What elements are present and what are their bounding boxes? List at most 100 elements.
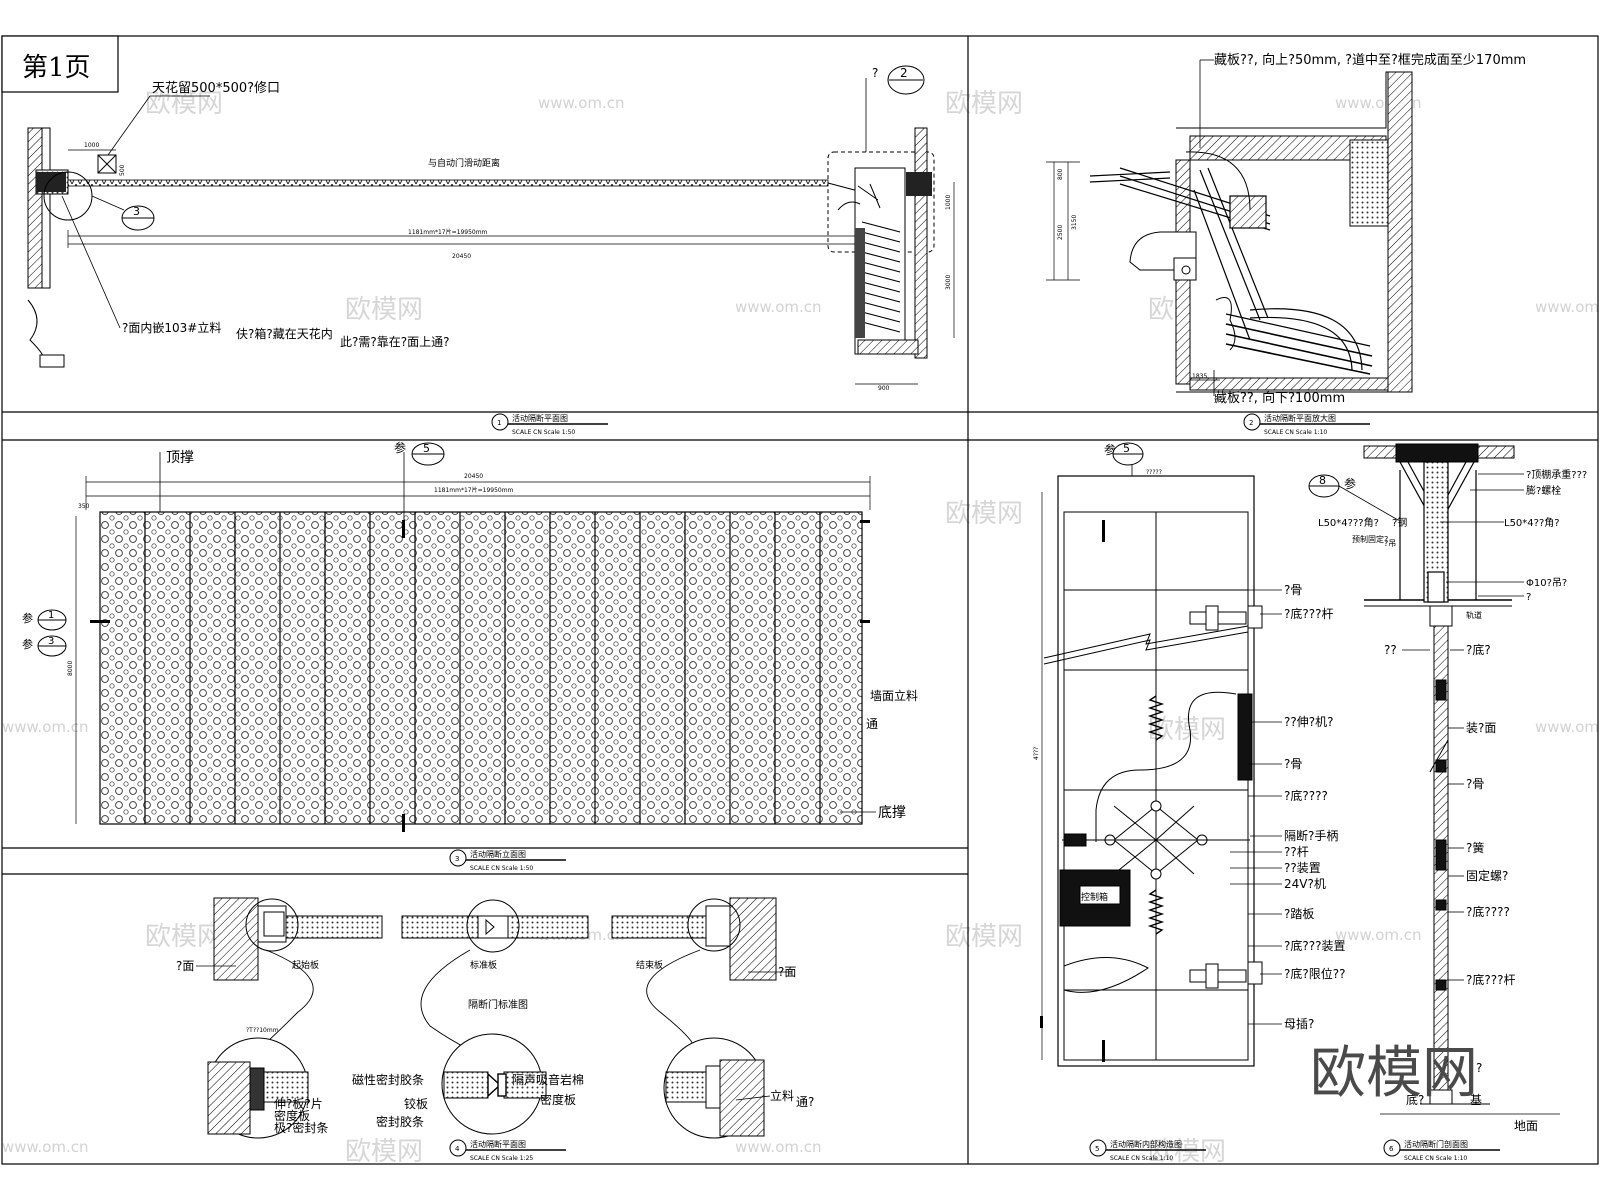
watermark-url: www.om.cn bbox=[735, 1138, 822, 1156]
svg-text:隔断?手柄: 隔断?手柄 bbox=[1284, 828, 1338, 843]
svg-text:?面内嵌103#立料: ?面内嵌103#立料 bbox=[122, 320, 221, 335]
drawing-scale: SCALE CN Scale 1:25 bbox=[470, 1155, 533, 1162]
labels-section: ?顶棚承重??? 膨?螺栓 L50*4???角? ?钢 预制固定? ?吊 L50… bbox=[1318, 468, 1587, 1133]
labels-joint-bottom: 伸?板?片 密度板 极?密封条 磁性密封胶条 密封胶条 铰板 隔声吸音岩棉 密度… bbox=[274, 1072, 814, 1135]
svg-text:?簧: ?簧 bbox=[1466, 840, 1484, 855]
svg-text:??杆: ??杆 bbox=[1284, 845, 1309, 859]
panel-stack-pocket bbox=[827, 127, 935, 359]
notes-enlarged: 藏板??, 向上?50mm, ?道中至?框完成面至少170mm 藏板??, 向下… bbox=[1199, 52, 1526, 406]
svg-text:5: 5 bbox=[1095, 1145, 1099, 1153]
watermark-text: 欧模网 bbox=[345, 295, 423, 325]
svg-text:地面: 地面 bbox=[1514, 1119, 1538, 1133]
svg-text:24V?机: 24V?机 bbox=[1284, 877, 1326, 891]
svg-text:?: ? bbox=[872, 66, 878, 80]
svg-text:?: ? bbox=[1476, 1061, 1482, 1075]
drawing-title: 活动隔断平面图 bbox=[470, 1139, 526, 1149]
leader-curves bbox=[261, 949, 701, 1051]
svg-text:4: 4 bbox=[455, 1145, 460, 1153]
watermark-text: 欧模网 bbox=[945, 922, 1023, 952]
svg-text:900: 900 bbox=[878, 385, 890, 392]
callout-detail-2: 2 ? bbox=[865, 65, 925, 152]
svg-text:5: 5 bbox=[1123, 442, 1130, 455]
drawing-scale: SCALE CN Scale 1:10 bbox=[1404, 1155, 1467, 1162]
svg-text:?底?限位??: ?底?限位?? bbox=[1284, 966, 1345, 981]
svg-text:3: 3 bbox=[48, 636, 54, 647]
svg-text:L50*4??角?: L50*4??角? bbox=[1504, 517, 1560, 529]
detail-circle-end bbox=[663, 1037, 765, 1139]
svg-text:结束板: 结束板 bbox=[636, 959, 663, 971]
svg-text:起始板: 起始板 bbox=[292, 959, 319, 971]
brand-logo-text: 欧模网 bbox=[1310, 1041, 1478, 1106]
svg-text:装?面: 装?面 bbox=[1466, 721, 1496, 735]
labels-elevation: 顶撑 参 5 参 1 参 3 墙面立料 通 底撑 bbox=[22, 440, 918, 821]
dimension-left: 800 2500 3150 1835 bbox=[1046, 161, 1220, 381]
detail-circle-start: ?T??10mm bbox=[207, 1027, 309, 1139]
watermark-text: 欧模网 bbox=[145, 89, 223, 119]
vertical-section-marks bbox=[1040, 520, 1105, 1062]
svg-text:通: 通 bbox=[866, 717, 878, 731]
svg-text:固定螺?: 固定螺? bbox=[1466, 868, 1508, 883]
panel-elevation: 20450 1181mm*17片=19950mm 350 8000 bbox=[22, 440, 918, 872]
svg-text:参: 参 bbox=[1344, 476, 1356, 491]
svg-text:通?: 通? bbox=[796, 1095, 814, 1109]
svg-text:?踏板: ?踏板 bbox=[1284, 907, 1314, 921]
svg-text:1: 1 bbox=[48, 610, 54, 621]
panel-joint-details: 起始板 标准板 结束板 ?面 ?面 隔断门标准图 ?T??10mm bbox=[176, 897, 814, 1162]
svg-text:8000: 8000 bbox=[67, 661, 74, 676]
pivot-mechanism bbox=[1089, 151, 1373, 375]
svg-text:立料: 立料 bbox=[770, 1088, 794, 1103]
svg-text:?面: ?面 bbox=[176, 959, 194, 973]
drawing-scale: SCALE CN Scale 1:50 bbox=[512, 429, 575, 436]
svg-text:?骨: ?骨 bbox=[1284, 757, 1302, 771]
svg-text:3: 3 bbox=[133, 205, 140, 218]
ceiling-slab bbox=[1363, 443, 1515, 463]
watermark-text: 欧模网 bbox=[945, 499, 1023, 529]
drawing-title-3: 3 活动隔断立面图 SCALE CN Scale 1:50 bbox=[449, 849, 566, 872]
svg-text:1: 1 bbox=[497, 419, 501, 427]
svg-text:350: 350 bbox=[78, 503, 90, 510]
labels-internal: 参 5 ????? ?骨 ?底???杆 ??伸? bbox=[1104, 442, 1345, 1031]
svg-text:6: 6 bbox=[1389, 1145, 1394, 1153]
watermark-url: www.om.cn bbox=[2, 1138, 89, 1156]
section-callout: 8 参 bbox=[1308, 474, 1399, 521]
hangers bbox=[1364, 461, 1512, 607]
drawing-title-2: 2 活动隔断平面放大图 SCALE CN Scale 1:10 bbox=[1243, 413, 1370, 436]
svg-text:5: 5 bbox=[423, 442, 430, 455]
drawing-title-5: 5 活动隔断内部构造图 SCALE CN Scale 1:10 bbox=[1089, 1139, 1206, 1162]
svg-text:隔断门标准图: 隔断门标准图 bbox=[468, 998, 528, 1011]
svg-text:?底???杆: ?底???杆 bbox=[1466, 972, 1515, 987]
labels-joint-top: 起始板 标准板 结束板 ?面 ?面 隔断门标准图 bbox=[176, 959, 796, 1011]
svg-text:密度板: 密度板 bbox=[274, 1108, 310, 1123]
svg-text:参: 参 bbox=[22, 637, 33, 651]
svg-text:L50*4???角?: L50*4???角? bbox=[1318, 517, 1379, 529]
panel-plan-enlarged: 800 2500 3150 1835 藏板??, 向上?50mm, ?道中至?框… bbox=[1046, 52, 1526, 436]
svg-text:?吊: ?吊 bbox=[1384, 539, 1396, 548]
track-label: 与自动门滑动距离 bbox=[428, 157, 500, 169]
svg-text:此?需?靠在?面上通?: 此?需?靠在?面上通? bbox=[340, 335, 449, 349]
svg-text:500: 500 bbox=[119, 164, 126, 176]
partition-track: 与自动门滑动距离 bbox=[67, 157, 863, 193]
svg-text:2: 2 bbox=[900, 66, 908, 80]
drawing-title-4: 4 活动隔断平面图 SCALE CN Scale 1:25 bbox=[449, 1139, 566, 1162]
svg-text:4???: 4??? bbox=[1033, 747, 1040, 760]
svg-text:?: ? bbox=[1526, 592, 1531, 603]
mechanism-parts: 控制箱 bbox=[1059, 605, 1263, 993]
svg-text:Φ10?吊?: Φ10?吊? bbox=[1526, 577, 1567, 589]
watermark-url: www.om.cn bbox=[538, 94, 625, 112]
drawing-title: 活动隔断门剖面图 bbox=[1404, 1139, 1468, 1149]
svg-text:?底???杆: ?底???杆 bbox=[1284, 606, 1333, 621]
watermark-url: www.om.cn bbox=[1535, 298, 1600, 316]
svg-text:800: 800 bbox=[1057, 168, 1064, 180]
panel-plan: 天花留500*500?修口 1000 500 与自动门滑动距离 1181mm*1… bbox=[27, 65, 955, 436]
svg-text:3150: 3150 bbox=[1071, 215, 1078, 230]
drawing-title: 活动隔断内部构造图 bbox=[1110, 1139, 1182, 1149]
svg-text:密度板: 密度板 bbox=[540, 1092, 576, 1107]
dimension-top: 1000 500 bbox=[68, 142, 126, 176]
svg-text:基: 基 bbox=[1470, 1093, 1482, 1107]
partition-section-body bbox=[1420, 605, 1490, 1105]
svg-text:1181mm*17片=19950mm: 1181mm*17片=19950mm bbox=[434, 486, 514, 494]
note-bottom: 藏板??, 向下?100mm bbox=[1214, 390, 1345, 406]
detail-end-board bbox=[611, 897, 777, 981]
svg-text:1000: 1000 bbox=[84, 142, 99, 149]
